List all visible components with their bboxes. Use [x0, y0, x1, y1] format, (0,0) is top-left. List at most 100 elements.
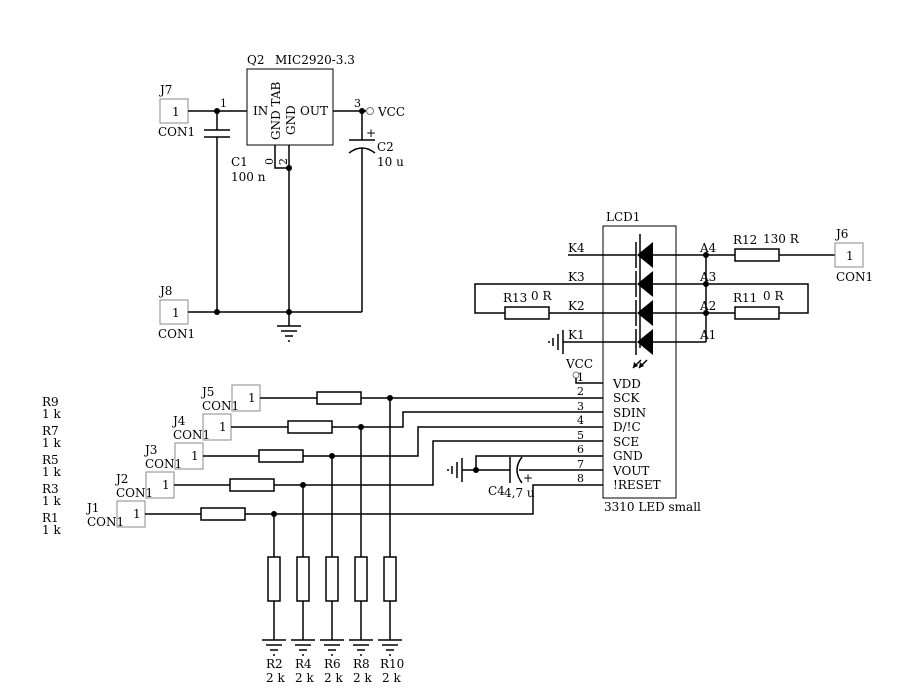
lcd-pin-number: 3 [577, 400, 584, 413]
sdin-wire [231, 411, 563, 428]
r3-value: 1 k [42, 494, 61, 508]
regulator-pin-in: IN [253, 104, 268, 118]
regulator-gnd-wire [274, 145, 290, 312]
r12-ref: R12 [733, 233, 757, 247]
sce-wire [174, 440, 563, 486]
r5-resistor [258, 449, 304, 463]
lcd-ref: LCD1 [606, 210, 640, 224]
r10-value: 2 k [382, 671, 401, 685]
anode-label: A3 [699, 270, 716, 284]
r13-ref: R13 [503, 291, 527, 305]
junction-dot [703, 252, 709, 258]
j1-connector [116, 500, 146, 528]
c1-capacitor [204, 129, 230, 138]
j7-connector [159, 98, 189, 124]
junction-dot [214, 108, 220, 114]
r9-resistor [316, 391, 362, 405]
lcd-pin-number: 8 [577, 472, 584, 485]
regulator-pin2-number: 2 [277, 158, 290, 165]
signal-section: 1 1 1 1 1 J5 CON1 J4 CON1 J3 CON1 J2 CON… [42, 384, 563, 685]
c4-capacitor [509, 456, 523, 484]
pin-lines [563, 397, 603, 486]
lcd-pin-name: SCE [613, 435, 639, 449]
lcd-pin-name: VOUT [612, 464, 649, 478]
r1-resistor [200, 507, 246, 521]
r4-value: 2 k [295, 671, 314, 685]
junction-dot [358, 424, 364, 430]
junction-dot [387, 395, 393, 401]
j7-pin: 1 [172, 105, 180, 119]
j3-ref: J3 [143, 443, 157, 457]
c2-capacitor [348, 139, 376, 154]
j6-ref: J6 [834, 227, 848, 241]
lcd-pin-number: 4 [577, 414, 584, 427]
vdd-wire [575, 378, 603, 384]
ground-symbol [262, 639, 402, 656]
junction-dot [703, 281, 709, 287]
c2-polarity: + [366, 126, 376, 140]
lcd-pin-number: 7 [577, 458, 584, 471]
r8-ref: R8 [353, 657, 370, 671]
regulator-body [246, 68, 334, 146]
j5-connector [231, 384, 261, 412]
r2-ref: R2 [266, 657, 283, 671]
r2-resistor [267, 556, 281, 602]
junction-dot [286, 165, 292, 171]
k1-ground-symbol [548, 330, 564, 354]
j2-pin: 1 [162, 478, 170, 492]
lcd-pin-name: SCK [613, 391, 640, 405]
k3-loop-wire [474, 283, 568, 314]
j6-connector [834, 242, 864, 268]
r12-resistor [734, 248, 780, 262]
lcd-pin-number: 6 [577, 443, 584, 456]
j5-ref: J5 [200, 385, 214, 399]
c4-polarity: + [523, 471, 533, 485]
lcd-pin-number: 2 [577, 385, 584, 398]
c4-ground-symbol [447, 458, 463, 482]
r11-value: 0 R [763, 289, 784, 303]
c1-value: 100 n [231, 170, 266, 184]
pulldown-wires [273, 398, 391, 640]
c2-value: 10 u [377, 155, 404, 169]
junction-dot [214, 309, 220, 315]
j1-pin: 1 [133, 507, 141, 521]
lcd-section: LCD1 3310 LED small K4 K3 K2 K1 A [447, 210, 873, 514]
gnd-pin-wire [475, 455, 563, 471]
r3-ref: R3 [42, 482, 59, 496]
r5-value: 1 k [42, 465, 61, 479]
c2-ref: C2 [377, 140, 394, 154]
lcd-pin-name: GND [613, 449, 643, 463]
j5-type: CON1 [202, 399, 239, 413]
backlight-leds [632, 234, 653, 369]
r9-ref: R9 [42, 395, 59, 409]
r2-value: 2 k [266, 671, 285, 685]
r4-resistor [296, 556, 310, 602]
j6-pin: 1 [846, 249, 854, 263]
r6-resistor [325, 556, 339, 602]
lcd-pin-name: D/!C [613, 420, 641, 434]
junction-dot [300, 482, 306, 488]
lcd-value: 3310 LED small [604, 500, 701, 514]
r11-right-wire [706, 283, 809, 314]
cathode-label: K2 [568, 299, 585, 313]
j1-type: CON1 [87, 515, 124, 529]
lcd-pin-name: VDD [612, 377, 641, 391]
j8-pin: 1 [172, 306, 180, 320]
j3-pin: 1 [191, 449, 199, 463]
ground-symbol [277, 325, 301, 342]
vcc-label: VCC [377, 105, 405, 119]
r13-value: 0 R [531, 289, 552, 303]
anode-label: A1 [699, 328, 716, 342]
junction-dot [359, 108, 365, 114]
lcd-pin-number: 5 [577, 429, 584, 442]
lcd-vcc-label: VCC [565, 357, 593, 371]
r11-ref: R11 [733, 291, 757, 305]
anode-label: A2 [699, 299, 716, 313]
lcd-pin-name: SDIN [613, 406, 646, 420]
regulator-pin-gnd: GND [284, 105, 298, 135]
j2-type: CON1 [116, 486, 153, 500]
j8-connector [159, 299, 189, 325]
j6-type: CON1 [836, 270, 873, 284]
regulator-pin-gnd-tab: GND TAB [269, 81, 283, 140]
